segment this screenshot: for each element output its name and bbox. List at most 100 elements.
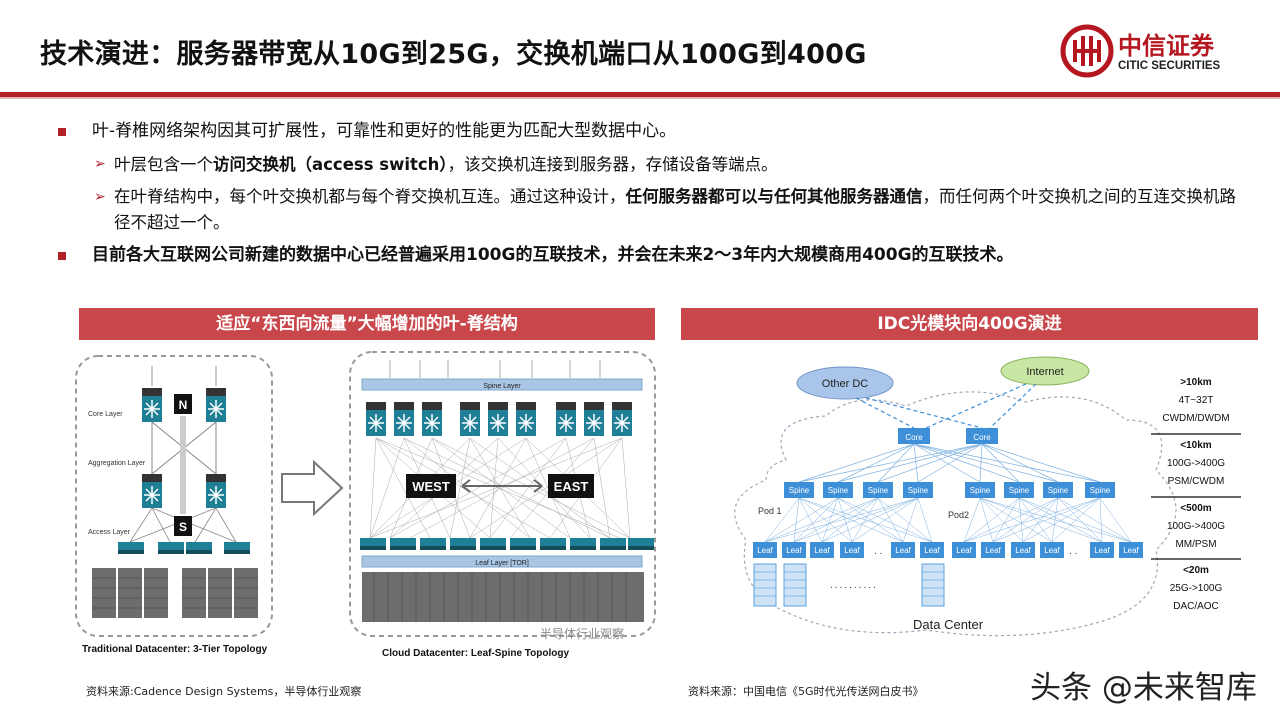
spine-switches bbox=[365, 401, 633, 437]
title-rule bbox=[0, 92, 1280, 97]
server-racks bbox=[753, 563, 945, 607]
sub-bullet-2: ➢ 在叶脊结构中，每个叶交换机都与每个脊交换机互连。通过这种设计，任何服务器都可… bbox=[52, 184, 1252, 236]
leaf-label: Leaf bbox=[1094, 546, 1110, 555]
square-bullet-icon bbox=[58, 252, 66, 260]
distance-range-2: <500m bbox=[1180, 503, 1212, 514]
east-label: EAST bbox=[554, 479, 589, 494]
core-box-2 bbox=[966, 428, 998, 444]
aggregation-layer-label: Aggregation Layer bbox=[88, 460, 146, 467]
internet-label: Internet bbox=[1026, 366, 1063, 378]
leaf-label: Leaf bbox=[844, 546, 860, 555]
bullet-2-text: 目前各大互联网公司新建的数据中心已经普遍采用100G的互联技术，并会在未来2～3… bbox=[92, 245, 1014, 265]
bullet-1: 叶-脊椎网络架构因其可扩展性，可靠性和更好的性能更为匹配大型数据中心。 bbox=[52, 118, 1252, 145]
leaf-layer-label: Leaf Layer [TOR] bbox=[475, 560, 529, 567]
cloud-datacenter-box bbox=[349, 351, 656, 637]
traditional-caption: Traditional Datacenter: 3-Tier Topology bbox=[82, 644, 268, 655]
distance-rate-3: 25G->100G bbox=[1170, 583, 1223, 594]
distance-range-0: >10km bbox=[1180, 377, 1212, 388]
title-rule-shadow bbox=[0, 97, 1280, 99]
leaf-spine-diagram: Core Layer Aggregation Layer Access Laye… bbox=[75, 351, 656, 659]
distance-tech-0: CWDM/DWDM bbox=[1162, 413, 1229, 424]
spine-row bbox=[784, 482, 1115, 498]
distance-rate-1: 100G->400G bbox=[1167, 458, 1225, 469]
spine-label: Spine bbox=[1009, 486, 1030, 495]
sub-bullet-1-post: ，该交换机连接到服务器，存储设备等端点。 bbox=[447, 155, 778, 174]
east-west-arrow-icon bbox=[461, 479, 543, 493]
access-layer-label: Access Layer bbox=[88, 529, 131, 536]
sub-bullet-1-pre: 叶层包含一个 bbox=[114, 155, 213, 174]
core-label-2: Core bbox=[973, 433, 991, 442]
leaf-label: Leaf bbox=[985, 546, 1001, 555]
pod2-label: Pod2 bbox=[948, 510, 969, 520]
traditional-racks bbox=[91, 567, 259, 619]
left-panel-header: 适应“东西向流量”大幅增加的叶-脊结构 bbox=[79, 308, 655, 340]
traditional-datacenter-box bbox=[75, 355, 273, 637]
citic-emblem-icon bbox=[1060, 24, 1114, 78]
leaf-label: Leaf bbox=[786, 546, 802, 555]
logo-cn-text: 中信证券 bbox=[1118, 31, 1214, 60]
internet-cloud bbox=[1000, 356, 1090, 386]
spine-label: Spine bbox=[789, 486, 810, 495]
citic-logo: 中信证券 CITIC SECURITIES bbox=[1060, 22, 1260, 82]
arrow-bullet-icon: ➢ bbox=[94, 189, 106, 205]
distance-rate-2: 100G->400G bbox=[1167, 521, 1225, 532]
idc-optical-module-diagram: Other DC Internet Core Core Spine Spine … bbox=[734, 356, 1241, 637]
bullet-1-text: 叶-脊椎网络架构因其可扩展性，可靠性和更好的性能更为匹配大型数据中心。 bbox=[92, 121, 677, 141]
leaf-label: Leaf bbox=[956, 546, 972, 555]
sub-bullet-2-post: ，而任何两个叶交换机之间的互连交换机路径不超过一个。 bbox=[114, 187, 1236, 232]
sub-bullet-1-bold: 访问交换机（access switch） bbox=[213, 155, 448, 174]
left-source: 资料来源:Cadence Design Systems，半导体行业观察 bbox=[86, 685, 362, 698]
image-watermark: 半导体行业观察 bbox=[540, 627, 624, 641]
bullet-2: 目前各大互联网公司新建的数据中心已经普遍采用100G的互联技术，并会在未来2～3… bbox=[52, 242, 1252, 269]
distance-rate-0: 4T~32T bbox=[1179, 395, 1214, 406]
svg-text:. .: . . bbox=[1069, 546, 1077, 557]
sub-bullet-2-bold: 任何服务器都可以与任何其他服务器通信 bbox=[625, 187, 923, 206]
right-panel-header: IDC光模块向400G演进 bbox=[681, 308, 1258, 340]
distance-table: >10km 4T~32T CWDM/DWDM <10km 100G->400G … bbox=[1151, 377, 1241, 612]
distance-tech-2: MM/PSM bbox=[1175, 539, 1216, 550]
north-label: N bbox=[179, 398, 188, 412]
leaf-label: Leaf bbox=[1015, 546, 1031, 555]
leaf-label: Leaf bbox=[814, 546, 830, 555]
spine-label: Spine bbox=[868, 486, 889, 495]
leaf-label: Leaf bbox=[1044, 546, 1060, 555]
leaf-label: Leaf bbox=[895, 546, 911, 555]
core-box-1 bbox=[898, 428, 930, 444]
distance-tech-1: PSM/CWDM bbox=[1168, 476, 1225, 487]
west-label: WEST bbox=[412, 479, 450, 494]
distance-tech-3: DAC/AOC bbox=[1173, 601, 1219, 612]
square-bullet-icon bbox=[58, 128, 66, 136]
south-label: S bbox=[179, 520, 187, 534]
right-source: 资料来源：中国电信《5G时代光传送网白皮书》 bbox=[688, 685, 924, 698]
leaf-label: Leaf bbox=[1123, 546, 1139, 555]
logo-en-text: CITIC SECURITIES bbox=[1118, 60, 1221, 72]
spine-label: Spine bbox=[970, 486, 991, 495]
distance-range-1: <10km bbox=[1180, 440, 1212, 451]
spine-label: Spine bbox=[1090, 486, 1111, 495]
transition-arrow-icon bbox=[281, 459, 344, 517]
spine-label: Spine bbox=[828, 486, 849, 495]
sub-bullet-2-pre: 在叶脊结构中，每个叶交换机都与每个脊交换机互连。通过这种设计， bbox=[114, 187, 626, 206]
other-dc-label: Other DC bbox=[822, 378, 869, 390]
other-dc-cloud bbox=[796, 366, 894, 400]
access-switches bbox=[118, 542, 250, 554]
svg-text:..........: .......... bbox=[830, 580, 878, 591]
leaf-label: Leaf bbox=[924, 546, 940, 555]
bullet-list: 叶-脊椎网络架构因其可扩展性，可靠性和更好的性能更为匹配大型数据中心。 ➢ 叶层… bbox=[52, 118, 1252, 275]
leaf-row bbox=[753, 542, 1143, 558]
spine-label: Spine bbox=[1048, 486, 1069, 495]
leaf-switches bbox=[360, 538, 654, 550]
sub-bullet-1: ➢ 叶层包含一个访问交换机（access switch），该交换机连接到服务器，… bbox=[52, 151, 1252, 178]
pod1-label: Pod 1 bbox=[758, 506, 782, 516]
cloud-racks bbox=[362, 572, 644, 622]
cloud-caption: Cloud Datacenter: Leaf-Spine Topology bbox=[382, 648, 569, 659]
toutiao-watermark: 头条 @未来智库 bbox=[1030, 670, 1257, 706]
data-center-label: Data Center bbox=[913, 617, 984, 632]
core-layer-label: Core Layer bbox=[88, 411, 123, 418]
distance-range-3: <20m bbox=[1183, 565, 1209, 576]
leaf-label: Leaf bbox=[757, 546, 773, 555]
arrow-bullet-icon: ➢ bbox=[94, 156, 106, 172]
core-label-1: Core bbox=[905, 433, 923, 442]
spine-layer-label: Spine Layer bbox=[483, 383, 521, 390]
slide-title: 技术演进：服务器带宽从10G到25G，交换机端口从100G到400G bbox=[40, 39, 867, 70]
